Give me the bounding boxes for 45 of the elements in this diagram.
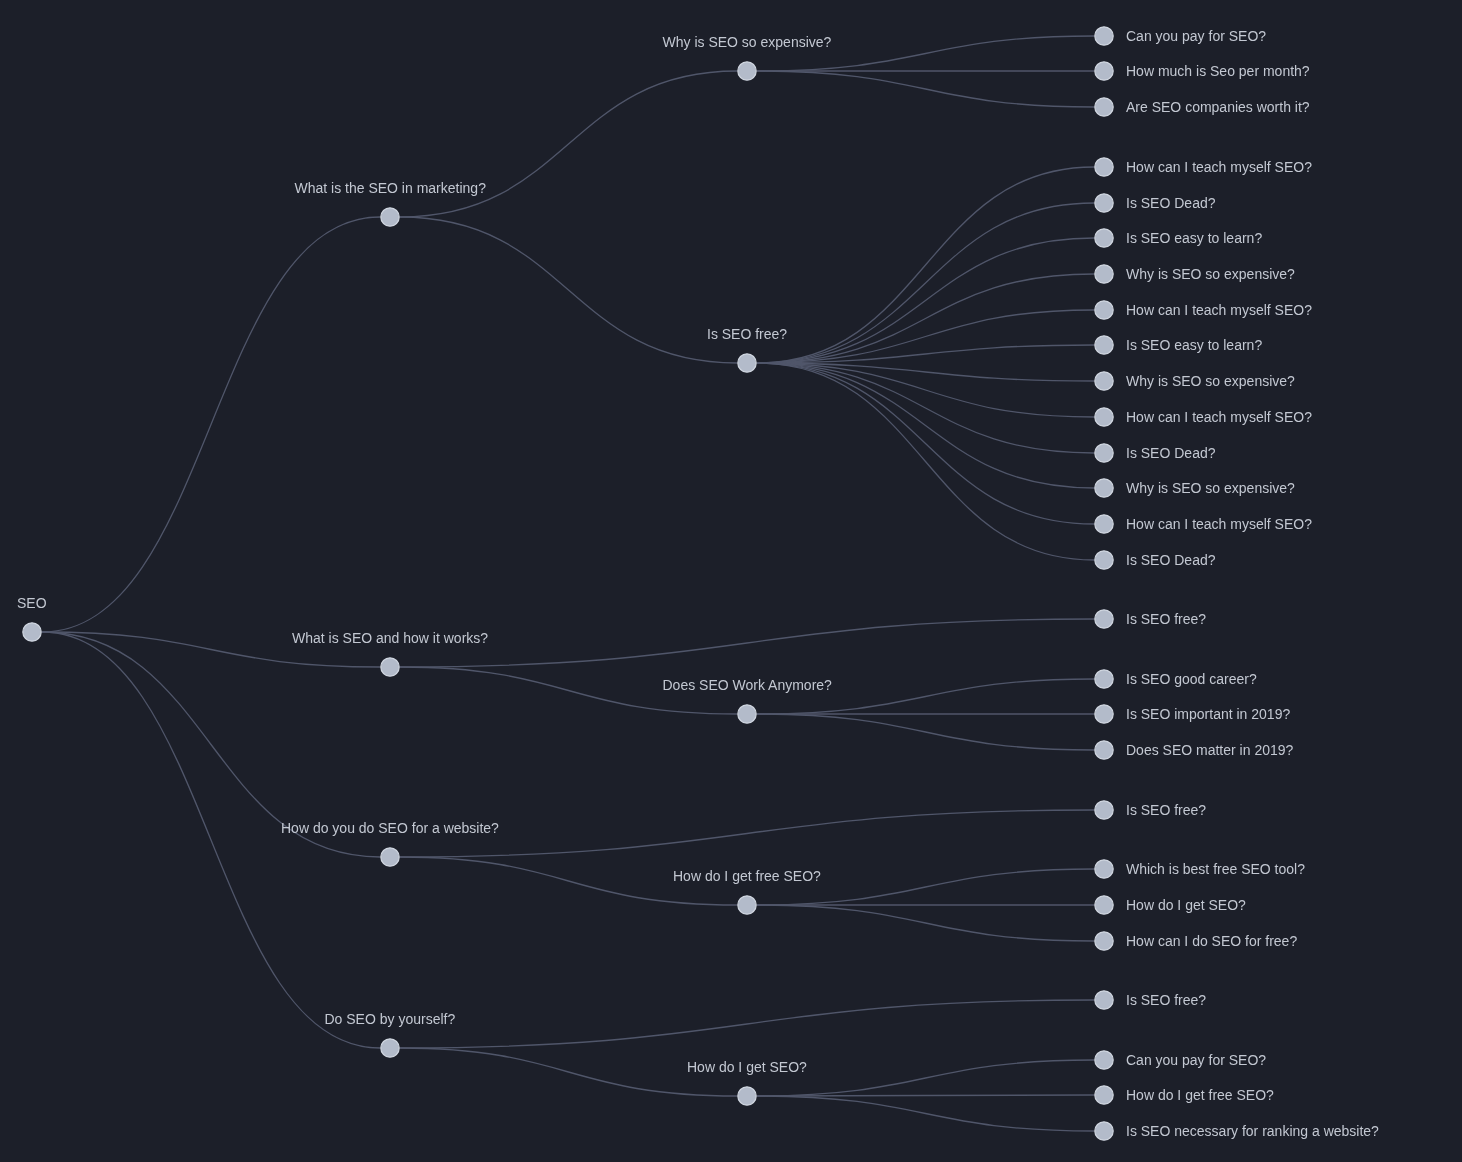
node-label: How do I get free SEO? [1126, 1086, 1274, 1104]
node-label: Are SEO companies worth it? [1126, 98, 1310, 116]
node-label: How do I get SEO? [1126, 896, 1246, 914]
tree-link [756, 1095, 1095, 1132]
node-label: Is SEO Dead? [1126, 194, 1216, 212]
node-label: Why is SEO so expensive? [1126, 479, 1295, 497]
node-label: How much is Seo per month? [1126, 62, 1310, 80]
node-label: Why is SEO so expensive? [662, 34, 832, 51]
node-label: Which is best free SEO tool? [1126, 860, 1305, 878]
node-label: Do SEO by yourself? [324, 1011, 456, 1028]
node-label: Is SEO Dead? [1126, 551, 1216, 569]
node-label: Is SEO easy to learn? [1126, 229, 1263, 247]
node-label: Is SEO free? [707, 326, 788, 343]
node-label: Can you pay for SEO? [1126, 1051, 1267, 1069]
tree-link [399, 1047, 738, 1097]
node-label: What is SEO and how it works? [292, 630, 489, 647]
node-label: How can I teach myself SEO? [1126, 515, 1312, 533]
node-label: Is SEO free? [1126, 801, 1207, 819]
node-label: How can I do SEO for free? [1126, 932, 1298, 950]
node-label: Is SEO Dead? [1126, 444, 1216, 462]
node-label: Is SEO free? [1126, 991, 1207, 1009]
node-label: Why is SEO so expensive? [1126, 265, 1295, 283]
node-label: How can I teach myself SEO? [1126, 408, 1312, 426]
node-label: Does SEO matter in 2019? [1126, 741, 1294, 759]
tree-link [399, 666, 738, 715]
tree-link [756, 70, 1095, 108]
node-label: Is SEO free? [1126, 610, 1207, 628]
node-label: Why is SEO so expensive? [1126, 372, 1295, 390]
node-label: Is SEO good career? [1126, 670, 1257, 688]
tree-link [399, 856, 738, 906]
node-label: What is the SEO in marketing? [294, 180, 486, 197]
node-label: How can I teach myself SEO? [1126, 301, 1312, 319]
node-label: SEO [17, 595, 47, 612]
node-label: How do you do SEO for a website? [281, 820, 499, 837]
tree-link [756, 713, 1095, 751]
node-label: Is SEO easy to learn? [1126, 336, 1263, 354]
node-label: Is SEO necessary for ranking a website? [1126, 1122, 1379, 1140]
node-label: Does SEO Work Anymore? [662, 677, 832, 694]
node-label: How do I get SEO? [687, 1059, 807, 1076]
node-label: Is SEO important in 2019? [1126, 705, 1291, 723]
node-label: How can I teach myself SEO? [1126, 158, 1312, 176]
node-label: How do I get free SEO? [673, 868, 821, 885]
node-label: Can you pay for SEO? [1126, 27, 1267, 45]
tree-link [756, 904, 1095, 942]
tree-link [399, 216, 738, 364]
